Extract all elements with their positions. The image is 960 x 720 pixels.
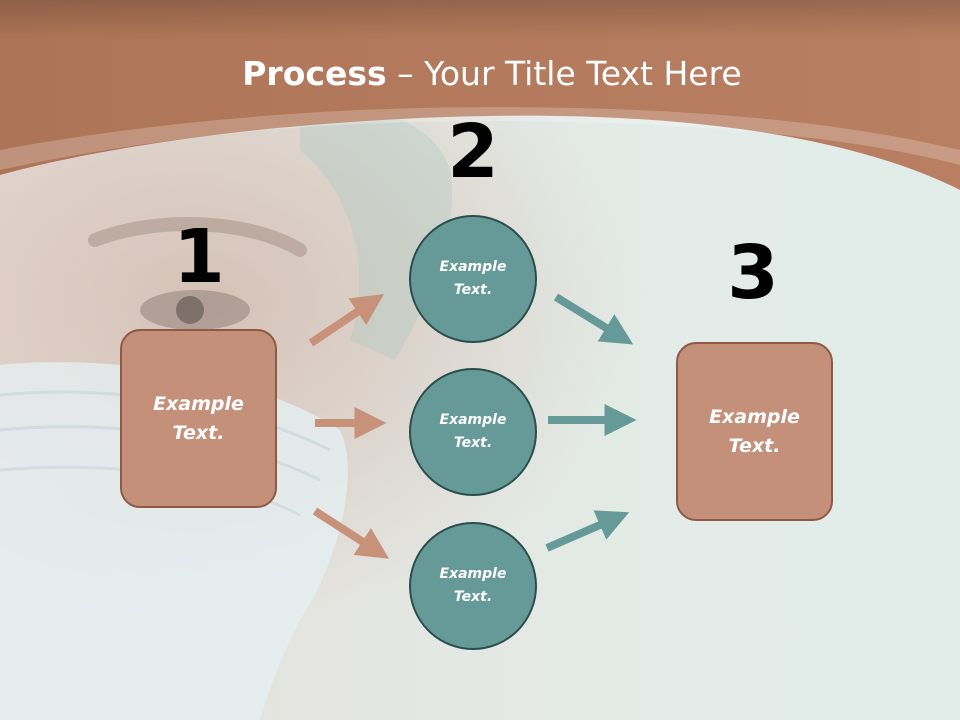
step-number-3: 3 [727, 230, 779, 316]
circle-middle: Example Text. [409, 368, 537, 496]
title-rest: – Your Title Text Here [386, 54, 742, 93]
eyebrow-shape [88, 217, 307, 257]
step-3-text: Example Text. [709, 405, 800, 457]
arrow-circle-bottom-to-3 [545, 510, 630, 552]
banner-highlight [0, 107, 960, 170]
circle-middle-text: Example Text. [439, 412, 507, 451]
slide-title: Process – Your Title Text Here [0, 52, 960, 96]
arrow-circle-top-to-3 [553, 293, 634, 345]
step-1-text: Example Text. [153, 392, 244, 444]
circle-top-text: Example Text. [439, 259, 507, 298]
circle-bottom-text: Example Text. [439, 566, 507, 605]
step-3-box: Example Text. [676, 342, 833, 521]
arrow-1-to-circle-bottom [312, 507, 390, 559]
step-number-1: 1 [173, 214, 225, 300]
arrow-1-to-circle-top [308, 293, 384, 347]
title-banner [0, 0, 960, 190]
step-1-box: Example Text. [120, 329, 277, 508]
eye-shape [140, 290, 250, 330]
circle-bottom: Example Text. [409, 522, 537, 650]
circle-top: Example Text. [409, 215, 537, 343]
title-bold: Process [242, 54, 387, 93]
step-number-2: 2 [447, 109, 499, 195]
